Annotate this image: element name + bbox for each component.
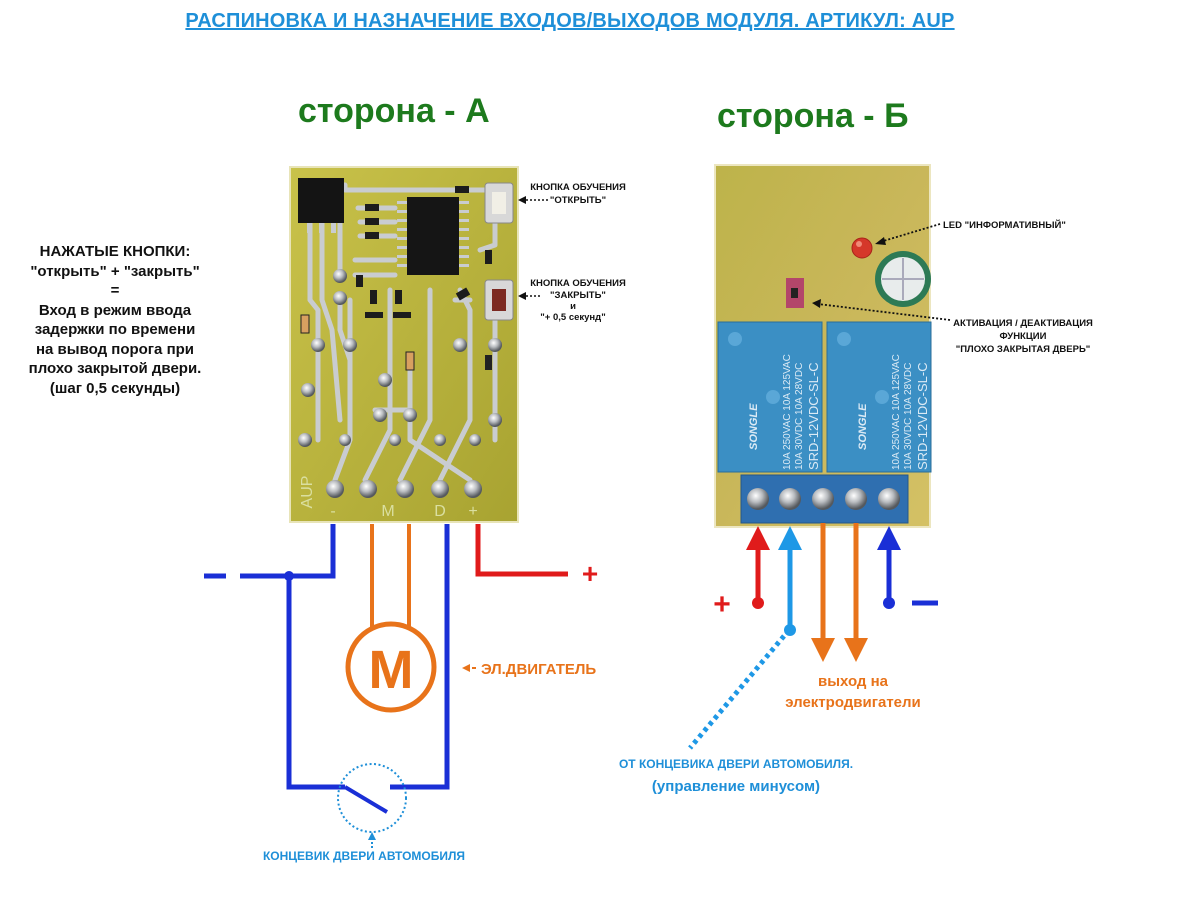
side-a-heading: сторона - А [298, 92, 490, 130]
minus-wire [240, 524, 336, 579]
svg-text:"+ 0,5 секунд": "+ 0,5 секунд" [540, 312, 605, 323]
side-b-wiring [688, 523, 938, 750]
relay-rating: 10A 250VAC 10A 125VAC [891, 354, 902, 470]
page-title: РАСПИНОВКА И НАЗНАЧЕНИЕ ВХОДОВ/ВЫХОДОВ М… [185, 10, 955, 32]
side-b-heading: сторона - Б [717, 97, 909, 135]
pin-label-motor: M [381, 503, 394, 520]
plus-wire [475, 524, 568, 577]
arrow-icon [812, 299, 821, 308]
output-label: выход на [818, 673, 889, 690]
terminal-dot [784, 624, 796, 636]
svg-text:АКТИВАЦИЯ / ДЕАКТИВАЦИЯ: АКТИВАЦИЯ / ДЕАКТИВАЦИЯ [953, 318, 1093, 329]
door-switch-label: КОНЦЕВИК ДВЕРИ АВТОМОБИЛЯ [263, 849, 465, 863]
learn-close-button [484, 279, 514, 321]
via-pads [298, 269, 502, 447]
regulator-chip [298, 178, 344, 223]
terminal-block [740, 474, 909, 524]
note-line: "открыть" + "закрыть" [30, 262, 200, 280]
arrow-down-icon [811, 638, 835, 662]
jumper-note: АКТИВАЦИЯ / ДЕАКТИВАЦИЯ ФУНКЦИИ "ПЛОХО З… [812, 299, 1093, 355]
svg-text:ФУНКЦИИ: ФУНКЦИИ [1000, 331, 1047, 342]
pin-label-door: D [434, 503, 446, 520]
relay-model: SRD-12VDC-SL-C [915, 362, 930, 470]
pcb [289, 166, 519, 523]
terminal-screws [747, 488, 900, 510]
side-b-board: SONGLE 10A 250VAC 10A 125VAC 10A 30VDC 1… [714, 164, 932, 528]
learn-close-note: КНОПКА ОБУЧЕНИЯ "ЗАКРЫТЬ" и "+ 0,5 секун… [518, 278, 626, 323]
svg-text:ЭЛ.ДВИГАТЕЛЬ: ЭЛ.ДВИГАТЕЛЬ [481, 661, 596, 678]
note-line: на вывод порога при [35, 340, 195, 358]
minus-wire [286, 576, 345, 790]
arrow-left-icon [518, 196, 526, 204]
info-led [851, 237, 873, 259]
learn-open-button [484, 182, 514, 224]
capacitor [875, 251, 931, 307]
junction-dot [284, 571, 294, 581]
led-note: LED "ИНФОРМАТИВНЫЙ" [875, 219, 1066, 245]
svg-text:"ЗАКРЫТЬ": "ЗАКРЫТЬ" [550, 290, 606, 301]
terminal-dot [752, 597, 764, 609]
arrow-left-icon [462, 664, 470, 672]
note-line: Вход в режим ввода [38, 301, 192, 319]
note-line: = [110, 282, 120, 299]
plus-sign: + [713, 588, 731, 621]
door-function-jumper [786, 278, 804, 308]
pin-label-plus: + [468, 503, 477, 520]
arrow-up-icon [746, 526, 770, 550]
relay-1: SONGLE 10A 250VAC 10A 125VAC 10A 30VDC 1… [717, 321, 823, 473]
svg-text:LED "ИНФОРМАТИВНЫЙ": LED "ИНФОРМАТИВНЫЙ" [943, 219, 1066, 231]
side-a-wiring [204, 524, 568, 814]
relay-2: SONGLE 10A 250VAC 10A 125VAC 10A 30VDC 1… [826, 321, 932, 473]
note-line: задержки по времени [34, 321, 196, 338]
svg-text:КНОПКА ОБУЧЕНИЯ: КНОПКА ОБУЧЕНИЯ [530, 182, 626, 193]
relay-rating: 10A 250VAC 10A 125VAC [782, 354, 793, 470]
relay-model: SRD-12VDC-SL-C [806, 362, 821, 470]
button-combo-note: НАЖАТЫЕ КНОПКИ: "открыть" + "закрыть" = … [0, 242, 230, 398]
arrow-up-icon [778, 526, 802, 550]
motor-letter: M [369, 640, 414, 700]
arrow-up-icon [877, 526, 901, 550]
relay-rating: 10A 30VDC 10A 28VDC [903, 363, 914, 470]
door-switch-blade [343, 785, 389, 814]
relay-rating: 10A 30VDC 10A 28VDC [794, 363, 805, 470]
svg-text:и: и [570, 301, 576, 312]
motor-symbol: M [345, 621, 437, 713]
door-input-sublabel: (управление минусом) [652, 778, 820, 795]
side-a-board: AUP - M D + [289, 166, 519, 523]
door-input-dotted-wire [688, 634, 786, 750]
svg-text:"ПЛОХО ЗАКРЫТАЯ ДВЕРЬ": "ПЛОХО ЗАКРЫТАЯ ДВЕРЬ" [956, 344, 1091, 355]
board-marking: AUP [299, 476, 316, 509]
learn-open-note: КНОПКА ОБУЧЕНИЯ "ОТКРЫТЬ" [518, 182, 626, 206]
note-line: НАЖАТЫЕ КНОПКИ: [39, 243, 191, 260]
smd-resistors [356, 186, 492, 318]
diode [485, 355, 492, 370]
door-switch-highlight [337, 763, 407, 833]
svg-text:КНОПКА ОБУЧЕНИЯ: КНОПКА ОБУЧЕНИЯ [530, 278, 626, 289]
arrow-down-icon [844, 638, 868, 662]
terminal-dot [883, 597, 895, 609]
note-line: (шаг 0,5 секунды) [49, 379, 181, 397]
door-wire [390, 524, 450, 790]
plus-sign: + [582, 558, 598, 589]
relay-brand: SONGLE [748, 403, 760, 450]
microcontroller-chip [407, 197, 459, 275]
output-label: электродвигатели [785, 694, 921, 711]
door-input-label: ОТ КОНЦЕВИКА ДВЕРИ АВТОМОБИЛЯ. [619, 757, 853, 771]
pin-pads [326, 480, 482, 498]
arrow-left-icon [518, 292, 526, 300]
diode [405, 351, 415, 371]
arrow-icon [875, 237, 886, 245]
svg-text:"ОТКРЫТЬ": "ОТКРЫТЬ" [550, 195, 606, 206]
pin-label-minus: - [330, 503, 335, 520]
diode [300, 314, 310, 334]
arrow-up-icon [368, 832, 376, 840]
motor-label: ЭЛ.ДВИГАТЕЛЬ [462, 661, 596, 678]
relay-brand: SONGLE [857, 403, 869, 450]
note-line: плохо закрытой двери. [28, 360, 202, 377]
